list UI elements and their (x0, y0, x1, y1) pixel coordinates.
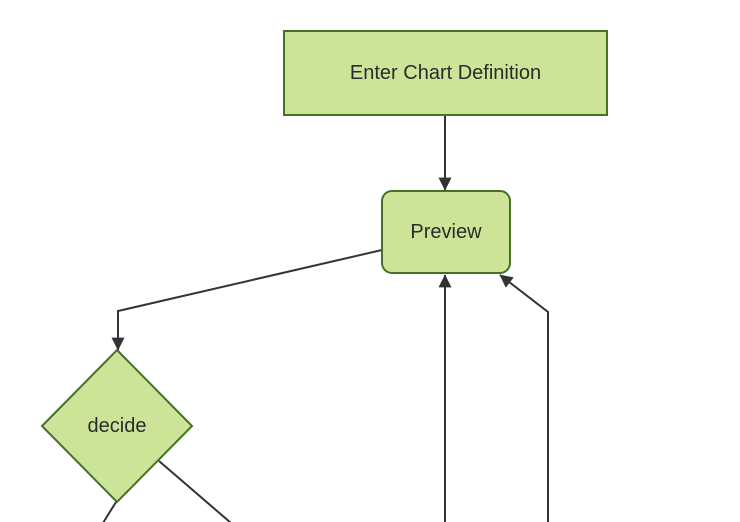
node-enter-chart-definition-shape (283, 30, 608, 116)
edges-layer (102, 115, 549, 522)
node-decide-shape (40, 348, 194, 504)
node-preview-shape (381, 190, 511, 274)
shapes-layer (40, 30, 608, 504)
edge-bottom-to-preview-corner (499, 274, 549, 522)
edge-preview-to-decide (111, 249, 383, 351)
edge-decide-down-left (102, 501, 117, 522)
edge-decide-down-right (158, 460, 232, 522)
